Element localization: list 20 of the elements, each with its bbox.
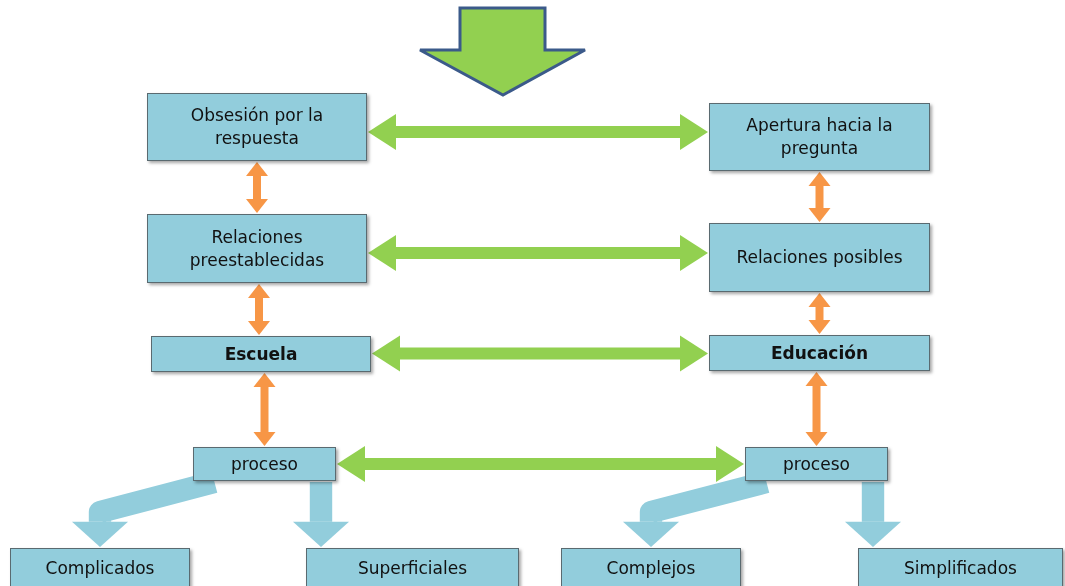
arrow [808, 172, 831, 222]
process-box: Escuela [151, 336, 371, 372]
arrow [248, 284, 270, 335]
process-box: proceso [745, 447, 888, 481]
arrow [368, 114, 708, 150]
process-box: Apertura hacia la pregunta [709, 103, 930, 171]
process-box: Obsesión por la respuesta [147, 93, 367, 161]
process-box: Relaciones preestablecidas [147, 214, 367, 283]
arrow [253, 373, 276, 446]
arrow [845, 482, 901, 547]
arrow [805, 372, 828, 446]
arrow [808, 293, 831, 334]
process-box: Relaciones posibles [709, 223, 930, 292]
process-box: Educación [709, 335, 930, 371]
process-box: proceso [193, 447, 336, 481]
arrow [293, 482, 349, 547]
arrow [368, 235, 708, 271]
arrow [246, 162, 268, 213]
arrow [372, 335, 708, 372]
arrow [337, 446, 744, 482]
